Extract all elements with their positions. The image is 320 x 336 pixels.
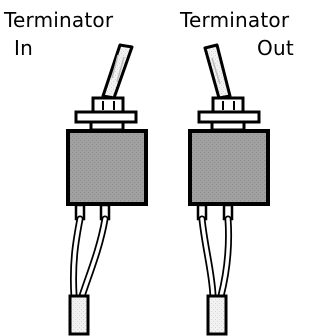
- switch-body: [188, 129, 270, 206]
- switch-in-title-line2: In: [14, 36, 33, 60]
- switch-out: [188, 43, 270, 336]
- bushing: [211, 96, 245, 114]
- switch-in-title-line1: Terminator: [4, 8, 114, 32]
- connector-plug-icon: [206, 294, 228, 336]
- switch-in: [66, 43, 148, 336]
- toggle-lever-icon: [203, 43, 232, 100]
- switch-out-title-line1: Terminator: [180, 8, 290, 32]
- switch-body: [66, 129, 148, 206]
- connector-plug-icon: [68, 294, 90, 336]
- nut: [89, 120, 125, 132]
- toggle-lever-icon: [101, 43, 134, 100]
- switch-out-title-line2: Out: [257, 36, 294, 60]
- nut: [210, 120, 246, 132]
- bushing: [91, 96, 125, 114]
